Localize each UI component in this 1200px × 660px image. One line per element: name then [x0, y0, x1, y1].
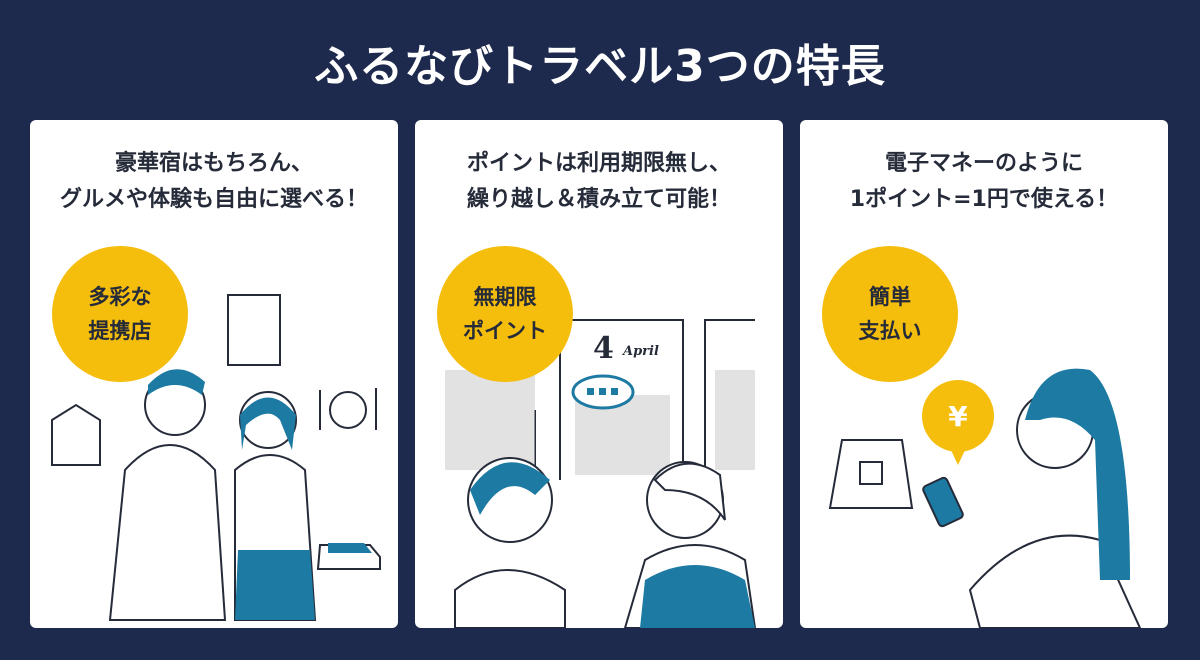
headline-line: ポイントは利用期限無し、 [466, 151, 731, 176]
calendar-conversation-illustration: 4 April [445, 319, 757, 628]
feature-headline: 電子マネーのように 1ポイント=1円で使える！ [800, 146, 1168, 218]
badge-line: 提携店 [88, 319, 152, 343]
smartphone-payment-illustration: ¥ [828, 368, 1142, 628]
feature-card-easy-payment: 電子マネーのように 1ポイント=1円で使える！ ¥ 簡単 支払い [800, 120, 1168, 628]
feature-card-no-expiry: ポイントは利用期限無し、 繰り越し＆積み立て可能！ 4 April 無期限 ポイ… [415, 120, 783, 628]
feature-headline: ポイントは利用期限無し、 繰り越し＆積み立て可能！ [415, 146, 783, 218]
calendar-day: 4 [593, 331, 614, 366]
page-title: ふるなびトラベル3つの特長 [314, 41, 886, 92]
badge-line: 支払い [858, 319, 922, 343]
headline-line: 繰り越し＆積み立て可能！ [466, 187, 731, 212]
headline-line: 1ポイント=1円で使える！ [849, 187, 1119, 212]
calendar-page [559, 319, 684, 480]
calendar-month: April [621, 344, 659, 359]
couple-thinking-illustration [51, 294, 381, 621]
feature-card-partners: 豪華宿はもちろん、 グルメや体験も自由に選べる！ 多彩な 提携店 [30, 120, 398, 628]
badge-line: 簡単 [869, 285, 911, 309]
headline-line: グルメや体験も自由に選べる！ [59, 187, 368, 212]
badge-line: 多彩な [88, 285, 152, 309]
yen-symbol: ¥ [948, 400, 968, 433]
feature-badge: 無期限 ポイント [437, 246, 573, 382]
feature-badge: 多彩な 提携店 [52, 246, 188, 382]
house-icon [51, 403, 101, 466]
hotel-building-icon [227, 294, 281, 366]
headline-line: 豪華宿はもちろん、 [114, 151, 313, 176]
feature-headline: 豪華宿はもちろん、 グルメや体験も自由に選べる！ [30, 146, 398, 218]
badge-line: 無期限 [473, 285, 537, 309]
headline-line: 電子マネーのように [884, 151, 1083, 176]
plate-icon [329, 391, 367, 429]
badge-line: ポイント [463, 319, 547, 343]
feature-badge: 簡単 支払い [822, 246, 958, 382]
yen-bubble-icon [922, 380, 994, 452]
smartphone-icon [922, 476, 964, 528]
